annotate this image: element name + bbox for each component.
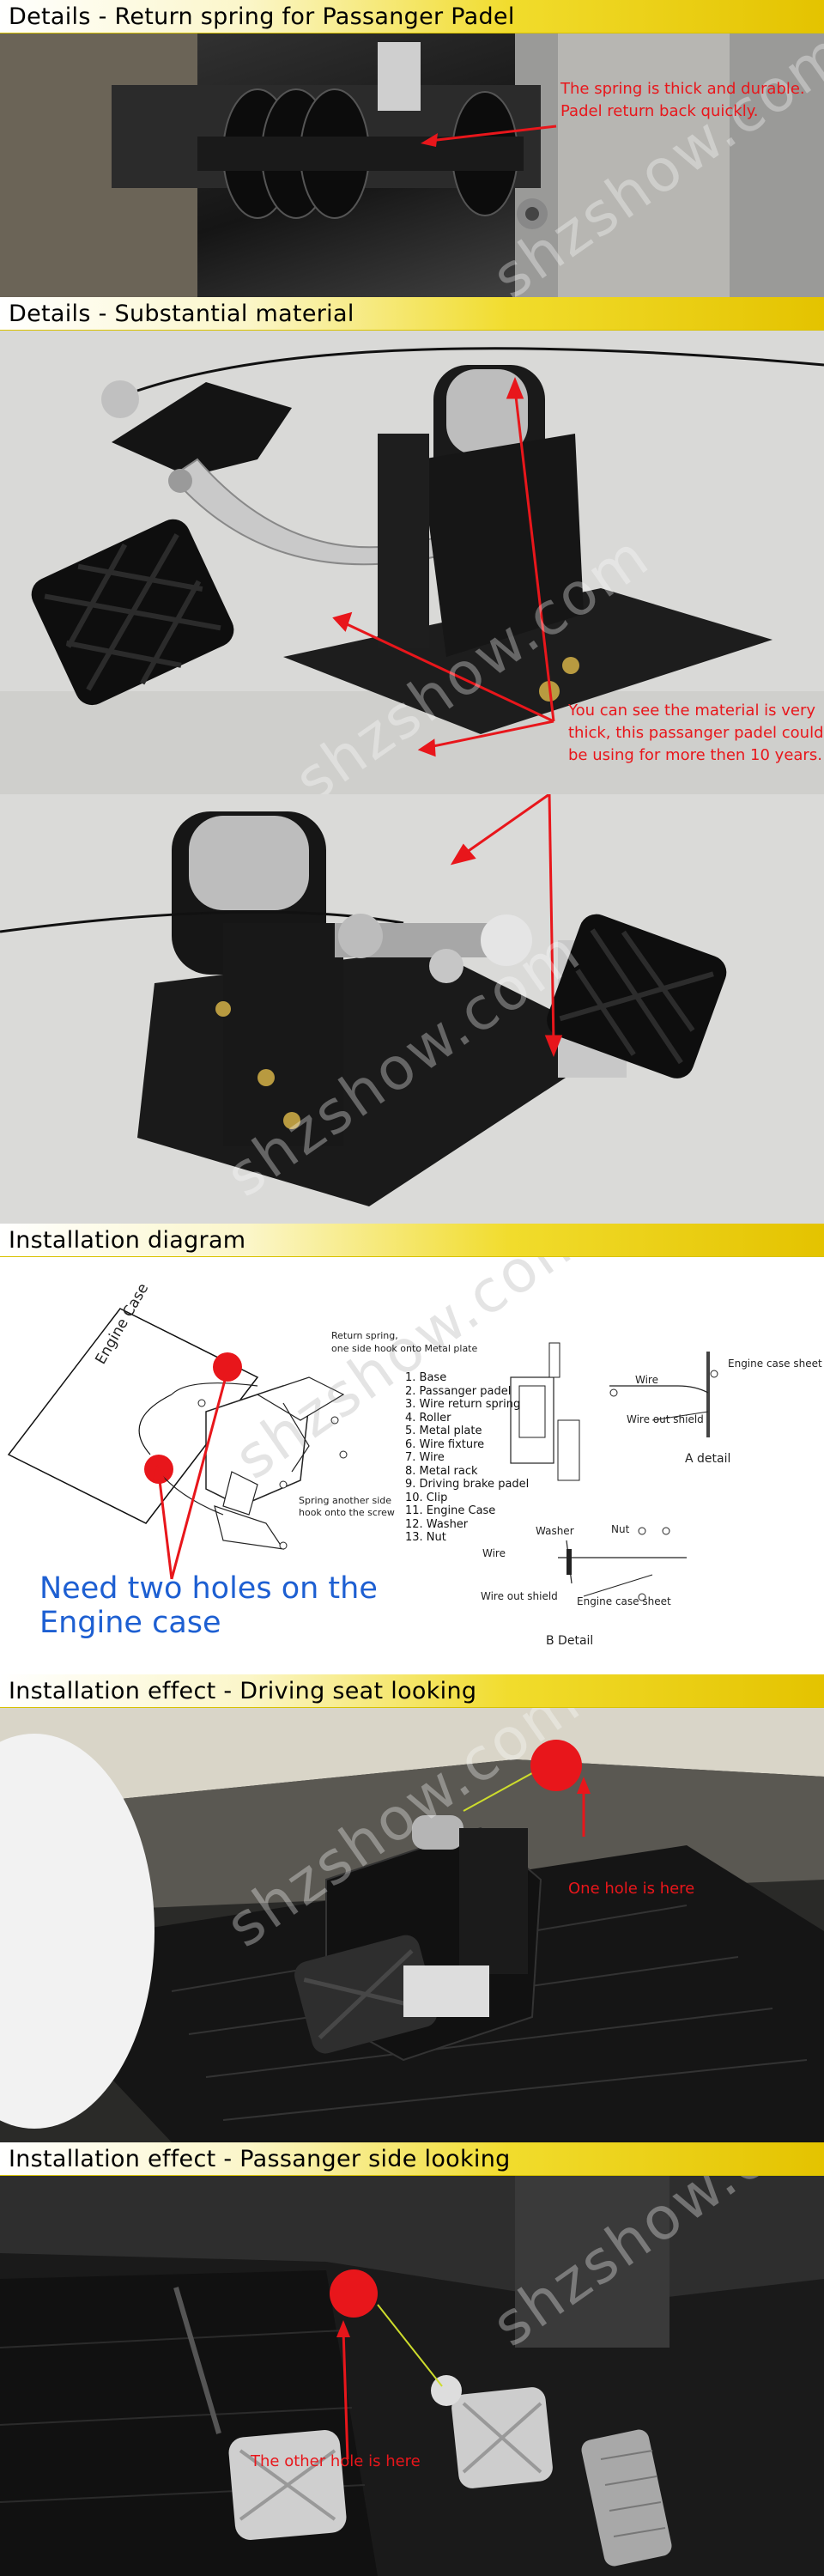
parts-list-item: 9. Driving brake padel xyxy=(405,1478,530,1491)
parts-list-item: 10. Clip xyxy=(405,1491,448,1504)
spring-note-line2: Padel return back quickly. xyxy=(560,102,759,120)
a-wire-out-shield-label: Wire out shield xyxy=(627,1413,704,1425)
section-banner-return-spring: Details - Return spring for Passanger Pa… xyxy=(0,0,824,33)
section-banner-installation-diagram: Installation diagram xyxy=(0,1224,824,1257)
parts-list-item: 13. Nut xyxy=(405,1531,446,1544)
b-wire-label: Wire xyxy=(482,1547,506,1559)
spring-other-side-1: Spring another side xyxy=(299,1495,392,1506)
section-title: Installation effect - Driving seat looki… xyxy=(9,1678,477,1704)
holes-note-line1: Need two holes on the xyxy=(39,1571,378,1606)
b-nut-label: Nut xyxy=(611,1523,630,1535)
section-banner-driving-seat: Installation effect - Driving seat looki… xyxy=(0,1674,824,1708)
section-title: Details - Substantial material xyxy=(9,301,354,327)
parts-list: 1. Base 2. Passanger padel 3. Wire retur… xyxy=(405,1371,529,1545)
parts-list-item: 12. Washer xyxy=(405,1517,469,1531)
material-note-line1: You can see the material is very xyxy=(568,702,816,720)
a-wire-label: Wire xyxy=(635,1374,658,1386)
b-detail-label: B Detail xyxy=(546,1634,594,1648)
one-hole-label: One hole is here xyxy=(568,1880,695,1898)
parts-list-item: 1. Base xyxy=(405,1371,447,1384)
section-title: Details - Return spring for Passanger Pa… xyxy=(9,3,515,30)
section-banner-material: Details - Substantial material xyxy=(0,297,824,331)
photo-driving-seat-view: shzshow.com One hole is here xyxy=(0,1708,824,2142)
parts-list-item: 4. Roller xyxy=(405,1411,451,1425)
parts-list-item: 3. Wire return spring xyxy=(405,1398,521,1411)
material-note-line2: thick, this passanger padel could xyxy=(568,724,824,742)
section-title: Installation diagram xyxy=(9,1227,246,1254)
holes-note-line2: Engine case xyxy=(39,1606,221,1640)
a-detail-label: A detail xyxy=(685,1452,731,1466)
b-washer-label: Washer xyxy=(536,1525,574,1537)
parts-list-item: 6. Wire fixture xyxy=(405,1437,485,1451)
parts-list-item: 8. Metal rack xyxy=(405,1464,478,1478)
installation-diagram: shzshow.com Engine Case Return spring, o… xyxy=(0,1257,824,1674)
section-banner-passanger-side: Installation effect - Passanger side loo… xyxy=(0,2142,824,2176)
photo-passanger-side-view: shzshow.com The other hole is here xyxy=(0,2176,824,2576)
material-note-line3: be using for more then 10 years. xyxy=(568,746,822,764)
return-spring-note-2: one side hook onto Metal plate xyxy=(331,1343,478,1354)
parts-list-item: 7. Wire xyxy=(405,1451,445,1464)
spring-note-line1: The spring is thick and durable. xyxy=(560,80,805,98)
parts-list-item: 5. Metal plate xyxy=(405,1425,482,1437)
b-engine-case-sheet-label: Engine case sheet xyxy=(577,1595,671,1607)
photo-substantial-material-2: shzshow.com xyxy=(0,794,824,1224)
other-hole-label: The other hole is here xyxy=(251,2452,421,2470)
parts-list-item: 11. Engine Case xyxy=(405,1504,496,1517)
holes-note: Need two holes on the Engine case xyxy=(39,1571,378,1640)
parts-list-item: 2. Passanger padel xyxy=(405,1384,512,1398)
return-spring-note-1: Return spring, xyxy=(331,1330,398,1341)
section-title: Installation effect - Passanger side loo… xyxy=(9,2146,511,2172)
photo-return-spring: shzshow.com The spring is thick and dura… xyxy=(0,33,824,297)
a-engine-case-sheet-label: Engine case sheet xyxy=(728,1358,822,1370)
spring-other-side-2: hook onto the screw xyxy=(299,1507,395,1518)
photo-substantial-material-1: shzshow.com You can see the material is … xyxy=(0,331,824,794)
b-wire-out-shield-label: Wire out shield xyxy=(481,1590,558,1602)
